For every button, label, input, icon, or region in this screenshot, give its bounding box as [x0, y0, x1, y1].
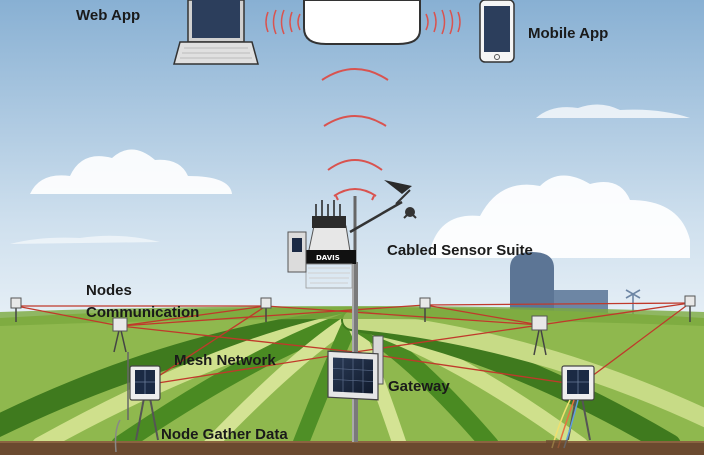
mesh-network-label: Mesh Network — [174, 352, 276, 369]
mesh-network-lines — [15, 302, 691, 386]
cabled-sensor-suite: DAVIS — [287, 180, 417, 289]
gateway-label: Gateway — [388, 378, 450, 395]
soil-strip — [0, 441, 704, 455]
sensor-node-large — [114, 352, 161, 453]
sensor-node — [419, 297, 431, 322]
smartphone-icon — [479, 0, 515, 63]
cabled-sensor-suite-label: Cabled Sensor Suite — [387, 242, 533, 259]
cloud-icon — [303, 0, 421, 45]
sensor-node — [10, 297, 22, 322]
sensor-node — [531, 315, 548, 356]
mobile-app-label: Mobile App — [528, 25, 609, 42]
sensor-node — [260, 297, 272, 322]
sensor-node — [684, 295, 696, 322]
sensor-node-large — [546, 365, 595, 452]
web-app-label: Web App — [76, 7, 141, 24]
sensor-node — [112, 317, 128, 353]
gateway-device — [327, 335, 384, 401]
sensor-brand-logo: DAVIS — [316, 254, 340, 262]
laptop-icon — [173, 0, 259, 65]
node-gather-data-label: Node Gather Data — [161, 426, 288, 443]
signal-to-laptop — [265, 9, 301, 35]
wireless-signal-arcs — [321, 68, 389, 201]
nodes-communication-label-line2: Communication — [86, 304, 200, 321]
nodes-communication-label-line1: Nodes — [86, 282, 132, 299]
signal-to-phone — [425, 9, 461, 35]
background-clouds — [10, 104, 690, 258]
